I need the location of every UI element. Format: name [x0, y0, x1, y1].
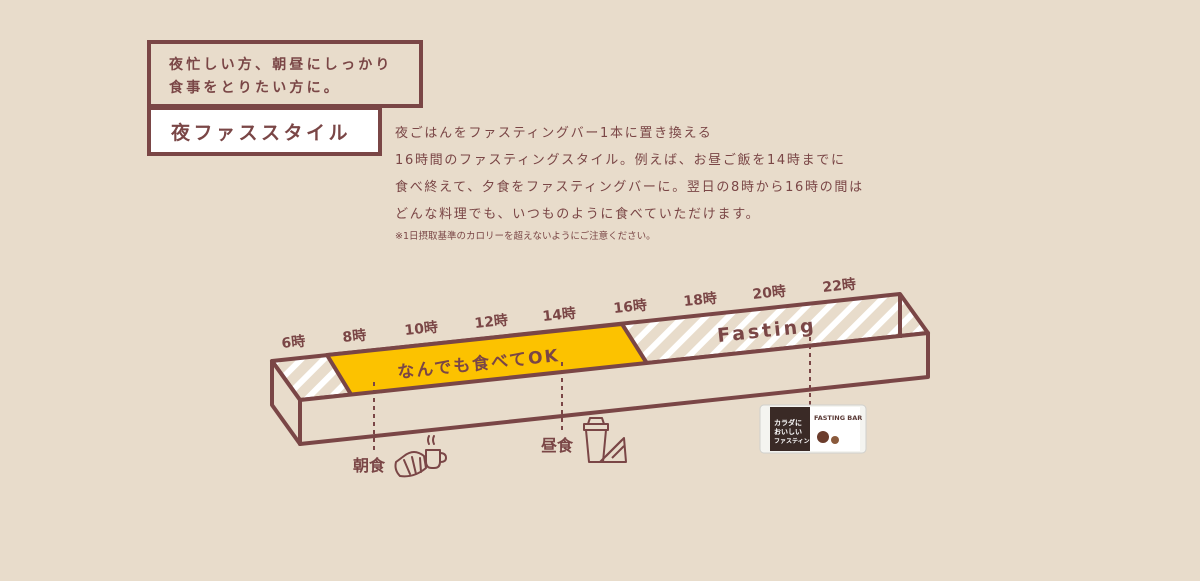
target-audience-box: 夜忙しい方、朝昼にしっかり 食事をとりたい方に。	[147, 40, 423, 108]
style-label-text: 夜ファススタイル	[171, 122, 352, 144]
description: 夜ごはんをファスティングバー1本に置き換える 16時間のファスティングスタイル。…	[395, 120, 955, 242]
fasting-bar-product: カラダに おいしい ファスティング FASTING BAR	[759, 404, 867, 454]
breakfast-label: 朝食	[353, 456, 386, 475]
product-name-line: ファスティング	[774, 437, 816, 445]
description-line: どんな料理でも、いつものように食べていただけます。	[395, 207, 761, 222]
description-line: 16時間のファスティングスタイル。例えば、お昼ご飯を14時までに	[395, 153, 846, 168]
product-name-line: おいしい	[774, 427, 802, 436]
hour-label: 12時	[474, 312, 509, 332]
hour-label: 16時	[613, 297, 648, 317]
hour-label: 14時	[542, 305, 577, 325]
product-name-line: カラダに	[774, 418, 802, 427]
cup-sandwich-icon	[583, 417, 627, 463]
hour-label: 8時	[342, 327, 367, 346]
lunch-label: 昼食	[540, 436, 574, 455]
hour-label: 10時	[404, 319, 439, 339]
description-note: ※1日摂取基準のカロリーを超えないようにご注意ください。	[395, 231, 656, 242]
hour-label: 6時	[281, 333, 306, 352]
target-line-2: 食事をとりたい方に。	[169, 80, 341, 96]
description-line: 食べ終えて、夕食をファスティングバーに。翌日の8時から16時の間は	[395, 180, 864, 195]
hour-label: 22時	[822, 276, 857, 296]
hour-label: 20時	[752, 283, 787, 303]
croissant-coffee-icon	[394, 435, 447, 478]
target-line-1: 夜忙しい方、朝昼にしっかり	[169, 57, 393, 73]
hour-label: 18時	[683, 290, 718, 310]
bar-end-face	[270, 359, 302, 446]
product-brand: FASTING BAR	[814, 414, 862, 422]
description-line: 夜ごはんをファスティングバー1本に置き換える	[395, 126, 713, 141]
style-label-box: 夜ファススタイル	[147, 106, 382, 156]
